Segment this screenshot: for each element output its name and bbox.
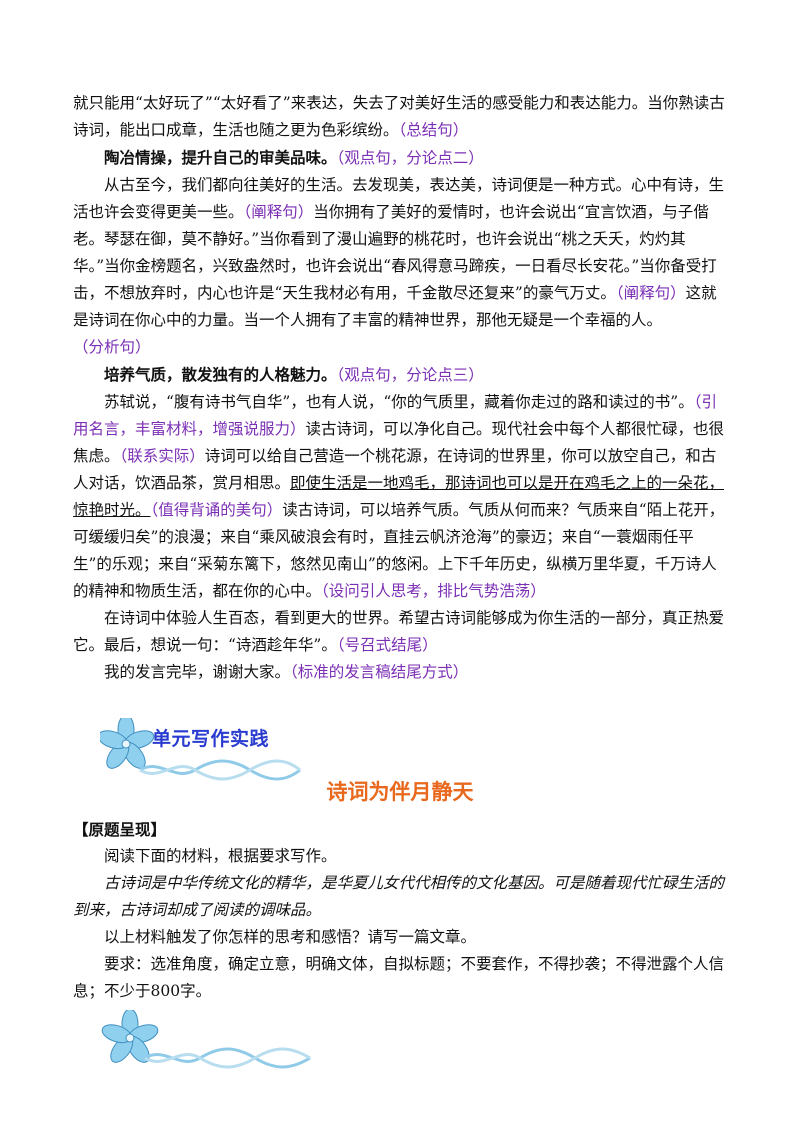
annotation: （标准的发言稿结尾方式）: [290, 663, 469, 681]
paragraph-conclusion: 在诗词中体验人生百态，看到更大的世界。希望古诗词能够成为你生活的一部分，真正热爱…: [73, 605, 725, 659]
heading-text: 陶冶情操，提升自己的审美品味。: [104, 148, 337, 167]
annotation: （值得背诵的美句）: [150, 501, 283, 519]
paragraph-text: 在诗词中体验人生百态，看到更大的世界。希望古诗词能够成为你生活的一部分，真正热爱…: [73, 609, 725, 654]
paragraph-text: 我的发言完毕，谢谢大家。: [104, 663, 291, 681]
annotation: （分析句）: [73, 338, 151, 356]
banner-title: 单元写作实践: [152, 728, 270, 750]
paragraph-text: 苏轼说，“腹有诗书气自华”，也有人说，“你的气质里，藏着你走过的路和读过的书”。: [104, 393, 694, 411]
essay-upper: 就只能用“太好玩了”“太好看了”来表达，失去了对美好生活的感受能力和表达能力。当…: [73, 90, 725, 686]
section-heading: 【原题呈现】: [73, 820, 167, 839]
annotation: （总结句）: [398, 121, 469, 139]
paragraph-text: 这就是诗词在你心中的力量。当一个人拥有了丰富的精神世界，那他无疑是一个幸福的人。: [73, 284, 717, 329]
prompt-material: 古诗词是中华传统文化的精华，是华夏儿女代代相传的文化基因。可是随着现代忙碌生活的…: [73, 874, 725, 919]
paragraph-text: 读古诗词，可以培养气质。气质从何而来？气质来自“陌上花开，可缓缓归矣”的浪漫；来…: [73, 501, 725, 600]
prompt-requirements: 要求：选准角度，确定立意，明确文体，自拟标题；不要套作，不得抄袭；不得泄露个人信…: [73, 955, 725, 1000]
annotation: （号召式结尾）: [336, 636, 438, 654]
subpoint-heading-3: 培养气质，散发独有的人格魅力。（观点句，分论点三）: [73, 361, 725, 389]
paragraph-text: 当你拥有了美好的爱情时，也许会说出“宜言饮酒，与子偕老。琴瑟在御，莫不静好。”当…: [73, 203, 717, 302]
prompt-section: 【原题呈现】 阅读下面的材料，根据要求写作。 古诗词是中华传统文化的精华，是华夏…: [73, 816, 725, 1005]
paragraph-text: 诗词可以给自己营造一个桃花源，在诗词的世界里，你可以放空自己，和古人对话，饮酒品…: [73, 447, 717, 492]
paragraph-text: 从古至今，我们都向往美好的生活。去发现美，表达美，诗词便是一种方式。心中有诗，生…: [73, 176, 725, 221]
heading-text: 培养气质，散发独有的人格魅力。: [104, 365, 337, 384]
flower-icon: [101, 1008, 311, 1069]
annotation: （观点句，分论点二）: [336, 149, 484, 167]
paragraph-temperament: 苏轼说，“腹有诗书气自华”，也有人说，“你的气质里，藏着你走过的路和读过的书”。…: [73, 389, 725, 605]
annotation: （阐释句）: [243, 203, 314, 221]
annotation: （引用名言，丰富材料，增强说服力）: [73, 393, 717, 438]
underlined-sentence: 即使生活是一地鸡毛，那诗词也可以是开在鸡毛之上的一朵花，惊艳时光。: [73, 474, 725, 519]
paragraph-closing: 我的发言完毕，谢谢大家。（标准的发言稿结尾方式）: [73, 659, 725, 686]
prompt-intro: 阅读下面的材料，根据要求写作。: [104, 847, 337, 865]
annotation: （设问引人思考，排比气势浩荡）: [321, 582, 546, 600]
annotation: （阐释句）: [615, 284, 686, 302]
prompt-question: 以上材料触发了你怎样的思考和感悟？请写一篇文章。: [104, 928, 477, 946]
annotation: （联系实际）: [119, 447, 205, 465]
decorative-flower: [100, 1008, 315, 1090]
section-banner: 单元写作实践: [97, 714, 315, 798]
paragraph-text: 就只能用“太好玩了”“太好看了”来表达，失去了对美好生活的感受能力和表达能力。当…: [73, 94, 725, 139]
subpoint-heading-2: 陶冶情操，提升自己的审美品味。（观点句，分论点二）: [73, 144, 725, 172]
flower-icon: [97, 714, 301, 781]
paragraph-beauty: 从古至今，我们都向往美好的生活。去发现美，表达美，诗词便是一种方式。心中有诗，生…: [73, 172, 725, 361]
paragraph-summary: 就只能用“太好玩了”“太好看了”来表达，失去了对美好生活的感受能力和表达能力。当…: [73, 90, 725, 144]
paragraph-text: 读古诗词，可以净化自己。现代社会中每个人都很忙碌，也很焦虑。: [73, 420, 725, 465]
essay-title: 诗词为伴月静天: [326, 780, 474, 804]
annotation: （观点句，分论点三）: [336, 366, 484, 384]
